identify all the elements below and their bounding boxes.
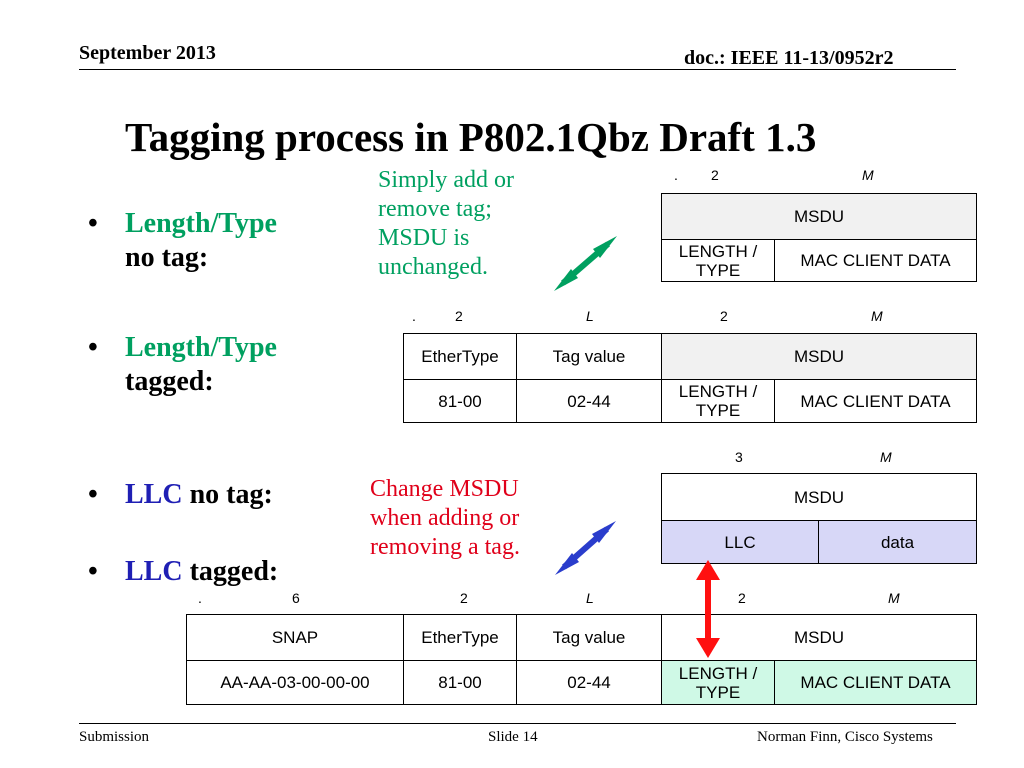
tag-value-value-cell: 02-44 xyxy=(516,379,662,423)
cell-line: TYPE xyxy=(695,682,741,702)
footer-rule xyxy=(79,723,956,724)
footer-slide-number: Slide 14 xyxy=(488,729,538,745)
green-note-line: Simply add or xyxy=(378,167,514,193)
mac-client-data-cell: MAC CLIENT DATA xyxy=(774,379,977,423)
cell-line: LENGTH / xyxy=(678,382,758,401)
header-doc-id: doc.: IEEE 11-13/0952r2 xyxy=(684,47,894,69)
bullet-lead: LLC xyxy=(125,556,183,587)
size-label: . xyxy=(674,167,678,183)
snap-value-cell: AA-AA-03-00-00-00 xyxy=(186,660,404,705)
cell-line: TYPE xyxy=(695,260,741,280)
slide-title: Tagging process in P802.1Qbz Draft 1.3 xyxy=(125,114,817,160)
bullet-dot: • xyxy=(88,332,98,363)
size-label: M xyxy=(880,449,892,465)
cell-line: LENGTH / xyxy=(678,663,758,683)
cell-line: TYPE xyxy=(695,401,741,420)
ethertype-value-cell: 81-00 xyxy=(403,379,517,423)
bullet-dot: • xyxy=(88,556,98,587)
size-label: L xyxy=(586,590,594,606)
tag-value-cell: Tag value xyxy=(516,614,662,661)
msdu-cell: MSDU xyxy=(661,193,977,240)
ethertype-value-cell: 81-00 xyxy=(403,660,517,705)
bullet-text: LLC no tag: xyxy=(125,478,273,512)
header-rule xyxy=(79,69,956,70)
size-label: . xyxy=(198,590,202,606)
bullet-rest: tagged: xyxy=(125,366,214,397)
blue-double-arrow xyxy=(555,521,616,575)
bullet-dot: • xyxy=(88,208,98,239)
footer-submission: Submission xyxy=(79,729,150,745)
tag-value-value-cell: 02-44 xyxy=(516,660,662,705)
msdu-cell: MSDU xyxy=(661,333,977,380)
green-double-arrow xyxy=(554,236,617,291)
cell-line: LENGTH / xyxy=(678,241,758,261)
mac-client-data-cell: MAC CLIENT DATA xyxy=(774,239,977,282)
size-label: 2 xyxy=(720,308,728,324)
green-note-line: unchanged. xyxy=(378,254,488,280)
size-label: . xyxy=(412,308,416,324)
size-label: 2 xyxy=(711,167,719,183)
mac-client-data-cell: MAC CLIENT DATA xyxy=(774,660,977,705)
size-label: 2 xyxy=(455,308,463,324)
size-label: 2 xyxy=(738,590,746,606)
bullet-text: LLC tagged: xyxy=(125,555,278,589)
bullet-lead: Length/Type xyxy=(125,332,277,363)
size-label: 3 xyxy=(735,449,743,465)
red-note: Change MSDU when adding or removing a ta… xyxy=(370,475,520,562)
red-note-line: removing a tag. xyxy=(370,534,520,560)
red-note-line: Change MSDU xyxy=(370,476,519,502)
tag-value-cell: Tag value xyxy=(516,333,662,380)
red-double-arrow xyxy=(696,560,720,658)
header-date: September 2013 xyxy=(79,42,216,64)
size-label: M xyxy=(862,167,874,183)
length-type-cell: LENGTH / TYPE xyxy=(661,239,775,282)
bullet-lead: LLC xyxy=(125,479,183,510)
footer-author: Norman Finn, Cisco Systems xyxy=(757,729,933,745)
bullet-rest: no tag: xyxy=(182,479,273,510)
red-note-line: when adding or xyxy=(370,505,520,531)
size-label: M xyxy=(871,308,883,324)
green-note-line: remove tag; xyxy=(378,196,492,222)
green-note-line: MSDU is xyxy=(378,225,470,251)
green-note: Simply add or remove tag; MSDU is unchan… xyxy=(378,166,514,282)
bullet-lead: Length/Type xyxy=(125,208,277,239)
size-label: 2 xyxy=(460,590,468,606)
bullet-rest: no tag: xyxy=(125,242,209,273)
size-label: L xyxy=(586,308,594,324)
bullet-dot: • xyxy=(88,479,98,510)
size-label: M xyxy=(888,590,900,606)
bullet-rest: tagged: xyxy=(182,556,279,587)
length-type-cell: LENGTH / TYPE xyxy=(661,660,775,705)
length-type-cell: LENGTH / TYPE xyxy=(661,379,775,423)
size-label: 6 xyxy=(292,590,300,606)
data-cell: data xyxy=(818,520,977,564)
